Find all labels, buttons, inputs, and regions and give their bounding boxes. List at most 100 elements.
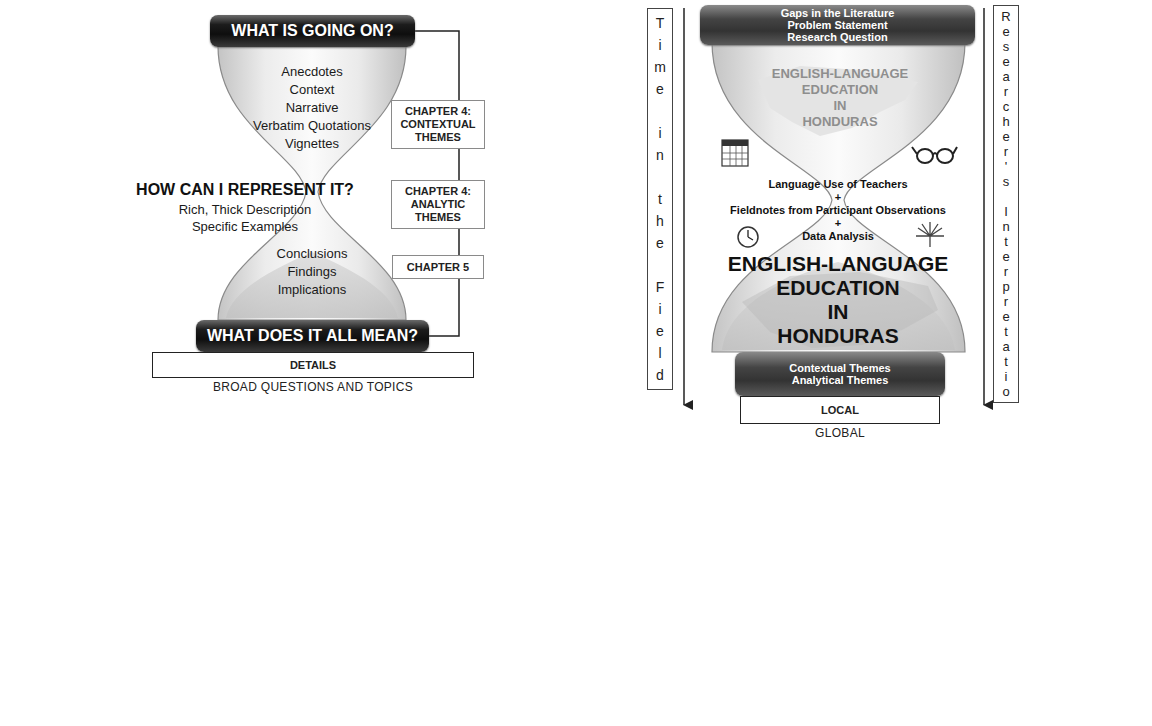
node-text: Problem Statement	[787, 19, 887, 31]
text-line: HONDURAS	[772, 114, 909, 130]
honduras-map-faded	[758, 66, 918, 136]
right-sand	[722, 262, 955, 350]
text-char: h	[994, 114, 1018, 129]
node-text: Gaps in the Literature	[781, 7, 895, 19]
text-char: o	[994, 384, 1018, 399]
time-arrow	[683, 8, 685, 405]
text-line: EDUCATION	[728, 276, 949, 300]
node-text: WHAT IS GOING ON?	[231, 22, 393, 40]
text-char: r	[994, 294, 1018, 309]
content-item: Context	[290, 82, 335, 98]
text-char: i	[994, 369, 1018, 384]
text-line: ENGLISH-LANGUAGE	[772, 66, 909, 82]
plus-sign: +	[835, 191, 841, 204]
method-item: Data Analysis	[802, 230, 874, 243]
text-char: a	[994, 339, 1018, 354]
hourglass-cap: WHAT DOES IT ALL MEAN?	[196, 320, 429, 352]
text-line: HONDURAS	[728, 324, 949, 348]
text-char: p	[994, 279, 1018, 294]
hourglass-cap: WHAT IS GOING ON?	[210, 15, 415, 47]
question-heading: HOW CAN I REPRESENT IT?	[136, 180, 354, 199]
text-char: t	[994, 354, 1018, 369]
plus-sign: +	[835, 217, 841, 230]
node-text: Analytical Themes	[792, 374, 889, 386]
text-char	[648, 166, 672, 188]
node-text: Time in the Field	[648, 12, 672, 386]
text-char: t	[648, 188, 672, 210]
hourglass-base: DETAILSBROAD QUESTIONS AND TOPICS	[152, 352, 474, 378]
text-char: e	[648, 78, 672, 100]
content-item: Narrative	[286, 100, 339, 116]
text-char: i	[648, 34, 672, 56]
node-text: Researcher's Interpretatio	[994, 9, 1018, 399]
text-char: e	[994, 54, 1018, 69]
text-char: h	[648, 210, 672, 232]
vertical-label-box: Time in the Field	[647, 8, 673, 390]
node-text: CHAPTER 4: CONTEXTUAL THEMES	[398, 105, 478, 144]
content-item: Implications	[278, 282, 347, 298]
content-item: Verbatim Quotations	[253, 118, 371, 134]
text-char: e	[994, 129, 1018, 144]
node-text: GLOBAL	[815, 426, 865, 440]
node-text: LOCAL	[821, 404, 859, 416]
text-char: r	[994, 84, 1018, 99]
node-text: CHAPTER 4: ANALYTIC THEMES	[398, 185, 478, 224]
text-char: i	[648, 122, 672, 144]
text-char: t	[994, 234, 1018, 249]
text-char: e	[994, 24, 1018, 39]
hourglass-base: LOCALGLOBAL	[740, 396, 940, 424]
text-char	[994, 189, 1018, 204]
text-char: d	[648, 364, 672, 386]
left-sand	[226, 252, 398, 318]
method-item: Fieldnotes from Participant Observations	[730, 204, 946, 217]
hourglass-cap: Gaps in the LiteratureProblem StatementR…	[700, 5, 975, 45]
text-char: e	[994, 309, 1018, 324]
text-char: s	[994, 39, 1018, 54]
text-char: e	[648, 232, 672, 254]
sunburst-icon	[916, 222, 944, 247]
text-char: r	[994, 144, 1018, 159]
right-glass	[712, 42, 965, 352]
faded-title: ENGLISH-LANGUAGE EDUCATION IN HONDURAS	[772, 66, 909, 130]
text-char: i	[648, 298, 672, 320]
text-char: I	[994, 204, 1018, 219]
text-char: F	[648, 276, 672, 298]
hourglass-cap: Contextual ThemesAnalytical Themes	[735, 352, 945, 396]
chapter-box: CHAPTER 4: ANALYTIC THEMES	[391, 180, 485, 229]
text-char: R	[994, 9, 1018, 24]
node-text: BROAD QUESTIONS AND TOPICS	[213, 380, 413, 394]
content-item: Rich, Thick Description	[179, 202, 312, 218]
text-char	[648, 100, 672, 122]
node-text: Research Question	[787, 31, 887, 43]
content-item: Anecdotes	[281, 64, 342, 80]
text-char: n	[648, 144, 672, 166]
text-char: s	[994, 174, 1018, 189]
content-item: Conclusions	[277, 246, 348, 262]
clock-icon	[738, 227, 758, 247]
text-char: n	[994, 219, 1018, 234]
text-char: e	[994, 249, 1018, 264]
text-char: '	[994, 159, 1018, 174]
main-title: ENGLISH-LANGUAGE EDUCATION IN HONDURAS	[728, 252, 949, 348]
content-item: Vignettes	[285, 136, 339, 152]
text-char: t	[994, 324, 1018, 339]
method-item: Language Use of Teachers	[768, 178, 907, 191]
text-char: a	[994, 69, 1018, 84]
text-char: m	[648, 56, 672, 78]
text-char	[648, 254, 672, 276]
text-char: l	[648, 342, 672, 364]
glasses-icon	[912, 147, 957, 163]
text-line: ENGLISH-LANGUAGE	[728, 252, 949, 276]
chapter-box: CHAPTER 5	[392, 255, 484, 279]
text-line: EDUCATION	[772, 82, 909, 98]
interpretation-arrow	[983, 8, 985, 405]
text-char: c	[994, 99, 1018, 114]
node-text: Contextual Themes	[789, 362, 890, 374]
content-item: Specific Examples	[192, 219, 298, 235]
calendar-icon	[722, 140, 748, 166]
node-text: DETAILS	[290, 359, 336, 371]
text-line: IN	[772, 98, 909, 114]
vertical-label-box: Researcher's Interpretatio	[993, 5, 1019, 403]
content-item: Findings	[287, 264, 336, 280]
chapter-box: CHAPTER 4: CONTEXTUAL THEMES	[391, 100, 485, 149]
